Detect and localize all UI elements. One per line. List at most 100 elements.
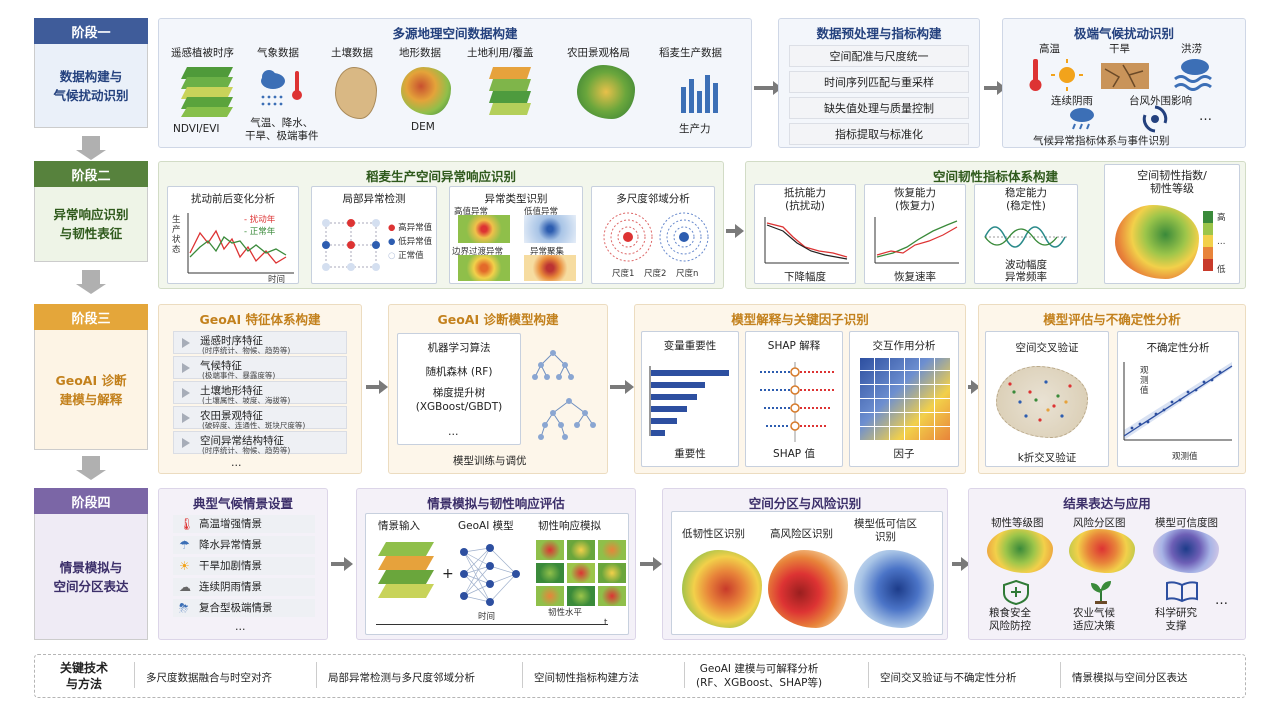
weather-icon: [261, 70, 302, 106]
legend-low: ● 低异常值: [388, 237, 433, 247]
caption: 气候异常指标体系与事件识别: [1033, 135, 1170, 147]
legend-low: 低: [1217, 265, 1226, 275]
caption: 生产力: [679, 123, 711, 135]
sub-title: 不确定性分析: [1146, 342, 1210, 354]
stage-1-header: 阶段一: [34, 18, 148, 44]
flow-arrow: [610, 380, 634, 394]
item-label: 遥感植被时序: [171, 47, 234, 59]
results-application-panel: 结果表达与应用 韧性等级图 风险分区图 模型可信度图 粮食安全 风险防控 农业气…: [968, 488, 1246, 640]
stage-4-body: 情景模拟与 空间分区表达: [34, 514, 148, 640]
item-label: 土壤数据: [331, 47, 373, 59]
t-label: t: [604, 618, 608, 628]
app-label: 粮食安全 风险防控: [989, 607, 1031, 632]
legend-label: 正常值: [398, 251, 424, 261]
sub-title: 抵抗能力 (抗扰动): [784, 187, 826, 212]
feature-item: 遥感时序特征(时序统计、物候、趋势等): [173, 331, 347, 355]
cv-map: [996, 366, 1088, 438]
flow-arrow: [968, 380, 980, 394]
response-maps: [536, 540, 626, 606]
shield-icon: [1003, 579, 1029, 605]
feature-item: 土壤地形特征(土壤属性、坡度、海拔等): [173, 381, 347, 405]
item-label: 土地利用/覆盖: [467, 47, 534, 59]
separator: [868, 662, 869, 688]
zoning-box: 低韧性区识别 高风险区识别 模型低可信区 识别: [671, 511, 943, 635]
time-axis: [376, 624, 608, 625]
sub-title: 扰动前后变化分析: [191, 193, 275, 205]
book-icon: [1166, 581, 1198, 603]
importance-box: 变量重要性 重要性: [641, 331, 739, 467]
item-label: 洪涝: [1181, 43, 1202, 55]
time-label: 时间: [478, 612, 496, 622]
scenario-label: 干旱加剧情景: [199, 560, 262, 572]
sub-title: 局部异常检测: [342, 193, 406, 205]
plant-icon: [1091, 581, 1111, 604]
scenario-stack-icon: [378, 542, 434, 598]
separator: [1060, 662, 1061, 688]
multiscale-box: 多尺度邻域分析 尺度1 尺度2 尺度n: [591, 186, 715, 284]
tag: 低值异常: [524, 207, 559, 217]
resilience-grade-map: [987, 529, 1053, 573]
key-tech-bar: [34, 654, 1246, 698]
extreme-climate-panel: 极端气候扰动识别 高温 干旱 洪涝 连续阴雨 台风外围影响 … 气候异常指标体系…: [1002, 18, 1246, 148]
col-head: GeoAI 模型: [458, 520, 514, 532]
feature-title: 土壤地形特征: [200, 385, 263, 397]
interaction-heatmap: [860, 358, 950, 440]
scenario-item: ☁连续阴雨情景: [173, 578, 315, 596]
stage-3-body: GeoAI 诊断 建模与解释: [34, 330, 148, 450]
panel-title: GeoAI 诊断模型构建: [437, 312, 559, 327]
list-item: 随机森林 (RF): [425, 366, 493, 378]
interpretation-panel: 模型解释与关键因子识别 变量重要性 重要性 SHAP 解释 SHAP 值 交互作…: [634, 304, 966, 474]
bar-icon: [681, 75, 718, 113]
key-tech-title: 关键技术 与方法: [59, 661, 108, 691]
wave-chart: [984, 226, 1069, 248]
item-label: 气象数据: [257, 47, 299, 59]
importance-bars: [649, 366, 729, 436]
step-item: 指标提取与标准化: [789, 123, 969, 145]
zone-label: 模型低可信区 识别: [854, 518, 917, 543]
risk-zone-map: [1069, 529, 1135, 573]
zoning-risk-panel: 空间分区与风险识别 低韧性区识别 高风险区识别 模型低可信区 识别: [662, 488, 948, 640]
panel-title: 极端气候扰动识别: [1073, 26, 1174, 41]
scale-label: 尺度1: [612, 269, 635, 279]
sub-title: SHAP 解释: [767, 340, 821, 352]
legend-normal: - 正常年: [244, 227, 276, 237]
down-arrow: [76, 456, 106, 480]
separator: [134, 662, 135, 688]
shap-plot: [760, 362, 834, 442]
cv-points: [1008, 380, 1072, 422]
confidence-map: [1153, 529, 1219, 573]
feature-sub: (时序统计、物候、趋势等): [202, 346, 291, 355]
item-label: 干旱: [1109, 43, 1130, 55]
more: …: [1199, 109, 1212, 124]
feature-sub: (极端事件、暴露度等): [202, 371, 276, 380]
caption: DEM: [411, 121, 435, 133]
panel-title: 情景模拟与韧性响应评估: [427, 496, 565, 511]
diagnosis-model-panel: GeoAI 诊断模型构建 机器学习算法 随机森林 (RF) 梯度提升树 (XGB…: [388, 304, 608, 474]
step-item: 时间序列匹配与重采样: [789, 71, 969, 93]
feature-title: 农田景观特征: [200, 410, 263, 422]
map-label: 风险分区图: [1073, 517, 1126, 529]
more: …: [231, 457, 242, 469]
flow-arrow: [640, 557, 662, 571]
separator: [316, 662, 317, 688]
more: …: [448, 426, 459, 438]
anomaly-type-box: 异常类型识别 高值异常 低值异常 边界过渡异常 异常聚集: [449, 186, 583, 284]
flow-arrow: [331, 557, 353, 571]
stage-2-header: 阶段二: [34, 161, 148, 187]
y-label: 观 测 值: [1140, 366, 1149, 396]
recovery-box: 恢复能力 (恢复力) 恢复速率: [864, 184, 966, 284]
cloud-icon: ☁: [179, 580, 191, 594]
caption: 重要性: [674, 448, 706, 460]
y-label: 生 产 状 态: [172, 215, 181, 255]
high-risk-map: [768, 550, 848, 628]
item-label: 地形数据: [399, 47, 441, 59]
caption: 气温、降水、 干旱、极端事件: [245, 117, 319, 142]
scenario-item: ⛈复合型极端情景: [173, 599, 315, 617]
feature-sub: (土壤属性、坡度、海拔等): [202, 396, 291, 405]
flow-arrow: [726, 224, 744, 238]
legend-normal: ○ 正常值: [388, 251, 424, 261]
legend-swatches: [1203, 211, 1213, 271]
evaluation-panel: 模型评估与不确定性分析 空间交叉验证 k折交叉验证 不确定性分析 观 测 值 观…: [978, 304, 1246, 474]
panel-title: 多源地理空间数据构建: [392, 26, 518, 41]
thermometer-icon: 🌡: [179, 517, 195, 531]
